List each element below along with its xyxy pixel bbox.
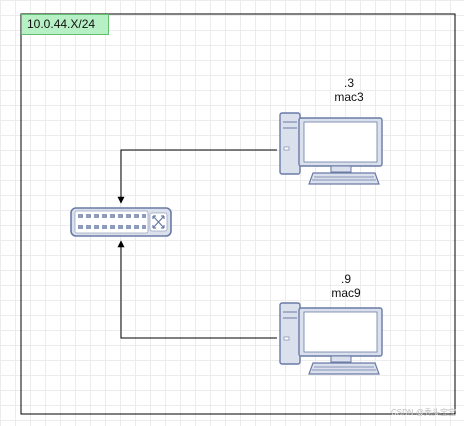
edge-mac9-to-switch[interactable]	[117, 240, 277, 339]
host-mac-label: mac9	[331, 286, 361, 300]
desktop-computer-icon-mac9[interactable]	[279, 302, 383, 375]
edge-mac3-to-switch[interactable]	[117, 149, 277, 204]
subnet-boundary[interactable]	[20, 13, 456, 415]
host-label-mac3[interactable]: .3 mac3	[319, 76, 379, 104]
host-ip-label: .3	[343, 76, 354, 90]
network-switch-icon[interactable]	[70, 207, 172, 237]
host-mac-label: mac3	[334, 90, 364, 104]
subnet-label[interactable]: 10.0.44.X/24	[21, 14, 109, 35]
watermark: CSDN @秃头宝宝	[390, 408, 456, 417]
host-ip-label: .9	[340, 272, 351, 286]
host-label-mac9[interactable]: .9 mac9	[316, 272, 376, 300]
desktop-computer-icon-mac3[interactable]	[279, 112, 383, 185]
